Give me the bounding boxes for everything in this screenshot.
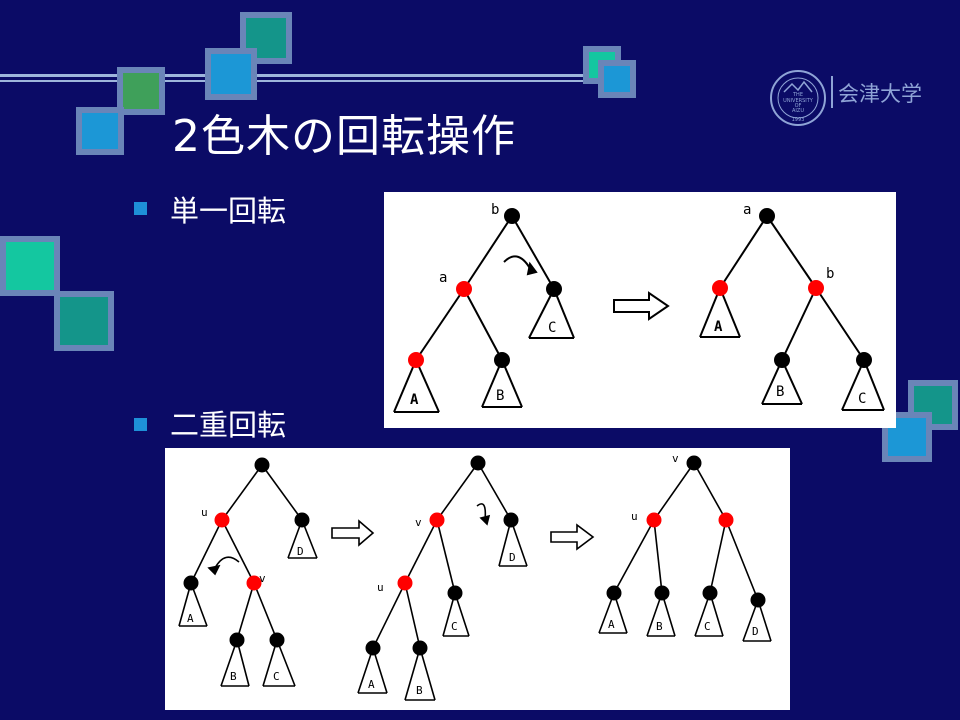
decor-square xyxy=(908,380,958,430)
svg-text:UNIVERSITY: UNIVERSITY xyxy=(783,98,814,104)
double-rotation-diagram: u v A B C D v u C D A B v u A B C D xyxy=(165,448,790,710)
bullet-single-rotation: 単一回転 xyxy=(170,194,287,228)
decor-square xyxy=(598,60,636,98)
subtree-label: D xyxy=(509,551,516,564)
svg-text:OF: OF xyxy=(795,103,802,109)
label-b: b xyxy=(826,266,834,282)
label-b-top: b xyxy=(491,202,499,218)
subtree-label: A xyxy=(187,612,194,625)
label-v: v xyxy=(259,572,266,585)
label-v: v xyxy=(415,516,422,529)
subtree-label: B xyxy=(776,384,784,400)
svg-text:AIZU: AIZU xyxy=(792,108,804,114)
subtree-label: C xyxy=(858,391,866,407)
subtree-label: C xyxy=(273,670,280,683)
bullet-double-rotation: 二重回転 xyxy=(170,408,287,442)
label-a-top: a xyxy=(743,202,751,218)
subtree-label: A xyxy=(714,319,723,335)
decor-square xyxy=(76,107,124,155)
label-u: u xyxy=(377,581,384,594)
decor-square xyxy=(54,291,114,351)
subtree-label: A xyxy=(368,678,375,691)
label-a: a xyxy=(439,270,447,286)
label-v: v xyxy=(672,452,679,465)
decor-square xyxy=(0,236,60,296)
svg-text:THE: THE xyxy=(792,92,803,98)
subtree-label: B xyxy=(416,684,423,697)
subtree-label: B xyxy=(496,388,504,404)
subtree-label: C xyxy=(451,620,458,633)
subtree-label: C xyxy=(548,320,556,336)
subtree-label: B xyxy=(230,670,237,683)
bullet-marker xyxy=(134,418,147,431)
decor-square xyxy=(117,67,165,115)
svg-text:会津大学: 会津大学 xyxy=(838,82,922,106)
bullet-marker xyxy=(134,202,147,215)
svg-text:1993: 1993 xyxy=(792,117,805,123)
subtree-label: A xyxy=(410,392,419,408)
subtree-label: C xyxy=(704,620,711,633)
university-logo: THE UNIVERSITY OF AIZU 1993 会津大学 xyxy=(770,68,940,128)
label-u: u xyxy=(631,510,638,523)
decor-line-top xyxy=(0,74,612,77)
decor-square xyxy=(205,48,257,100)
slide-title: 2色木の回転操作 xyxy=(172,111,516,162)
single-rotation-diagram: b a a b A B C A B C xyxy=(384,192,896,428)
decor-line-top-2 xyxy=(0,80,612,82)
label-u: u xyxy=(201,506,208,519)
subtree-label: B xyxy=(656,620,663,633)
subtree-label: A xyxy=(608,618,615,631)
subtree-label: D xyxy=(297,545,304,558)
subtree-label: D xyxy=(752,625,759,638)
